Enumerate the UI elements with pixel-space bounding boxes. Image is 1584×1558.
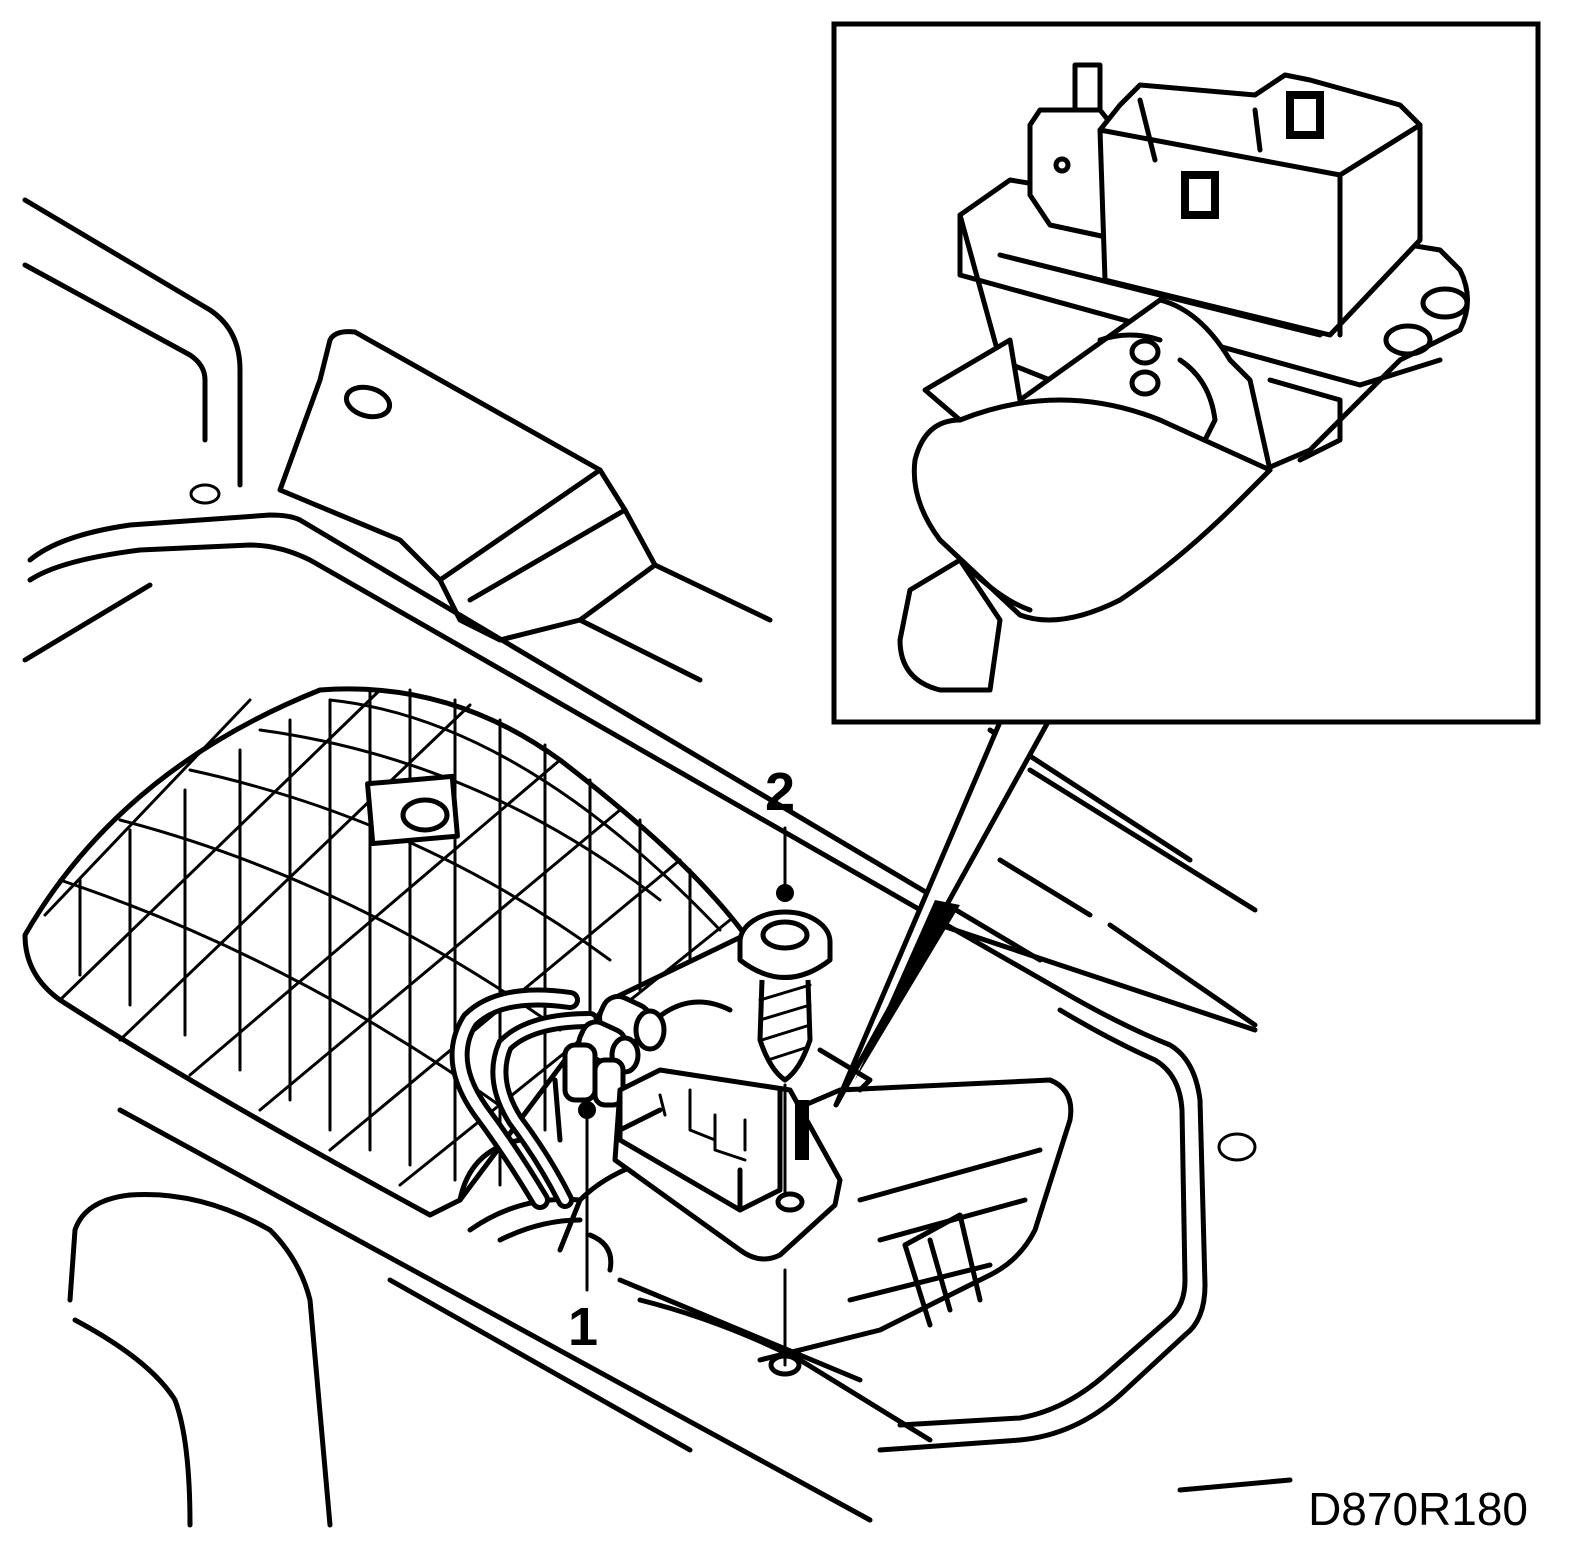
mounting-bracket (189, 329, 773, 683)
connector-part (612, 1067, 843, 1262)
detail-inset (831, 21, 1541, 725)
callout-label-2: 2 (765, 762, 795, 822)
zoom-pointer (833, 719, 1051, 1108)
lamp-lens (22, 686, 748, 1218)
wiring-harness (449, 987, 667, 1210)
screw-part (737, 909, 833, 1083)
figure-code: D870R180 (1308, 1483, 1528, 1535)
callout-label-1: 1 (568, 1297, 598, 1357)
panel-opening (557, 1077, 1257, 1363)
leader-lines (578, 826, 802, 1377)
